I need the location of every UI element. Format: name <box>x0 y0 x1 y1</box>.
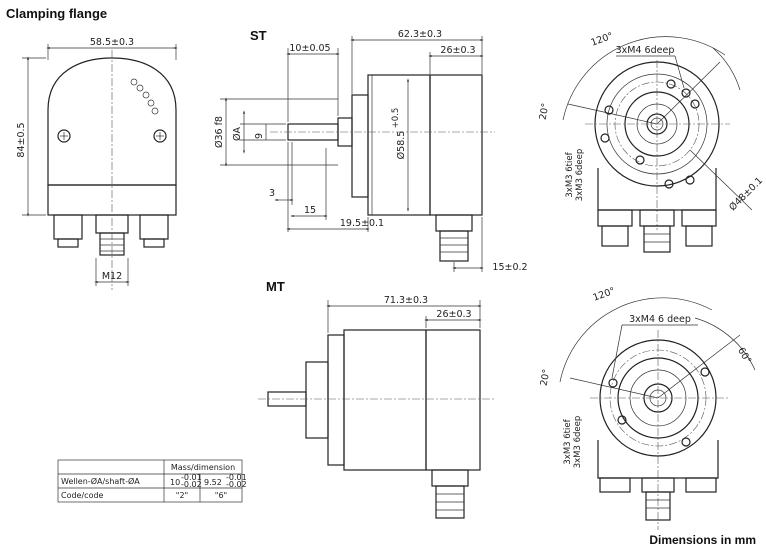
st-flange-offset: 10±0.05 <box>289 43 330 54</box>
front-view: 58.5±0.3 84±0.5 M12 <box>16 37 178 290</box>
st-body-length: 26±0.3 <box>440 45 475 56</box>
mt-overall-length: 71.3±0.3 <box>384 295 428 306</box>
st-rear-view: 120° 20° 3xM4 6deep 3xM3 6tief 3xM3 6dee… <box>538 31 765 253</box>
table-row1-val2: 9.52 <box>204 478 222 487</box>
st-shaft-9: 9 <box>254 133 265 139</box>
st-rear-angle-20: 20° <box>538 102 552 120</box>
st-overall-length: 62.3±0.3 <box>398 29 442 40</box>
mt-body-length: 26±0.3 <box>436 309 471 320</box>
front-width-dim: 58.5±0.3 <box>90 37 134 48</box>
st-body-dia: Ø58.5 <box>396 131 407 160</box>
mt-side-view: 71.3±0.3 26±0.3 <box>258 295 495 519</box>
table-row1-val1: 10 <box>170 478 180 487</box>
units-note: Dimensions in mm <box>649 533 756 547</box>
st-side-view: 62.3±0.3 10±0.05 26±0.3 Ø36 f8 ØA 9 <box>214 29 528 273</box>
mt-rear-thread-m3b: 3xM3 6deep <box>573 416 583 469</box>
st-label: ST <box>250 28 267 43</box>
table-row1-val1-tol-bot: -0.02 <box>181 480 202 489</box>
mt-rear-thread-m3a: 3xM3 6tief <box>563 418 573 464</box>
table-row1-val2-tol-top: -0.01 <box>226 473 247 482</box>
mt-rear-view: 120° 20° 60° 3xM4 6 deep 3xM3 6tief 3xM3… <box>539 286 756 530</box>
st-dim-15-conn: 15±0.2 <box>492 262 527 273</box>
st-body-dia-tol: +0.5 <box>391 108 401 129</box>
page-title: Clamping flange <box>6 6 108 21</box>
mt-rear-angle-120: 120° <box>592 286 617 304</box>
table-row2-val2: "6" <box>215 491 227 500</box>
mt-label: MT <box>266 279 285 294</box>
mt-rear-thread-m4: 3xM4 6 deep <box>629 314 691 325</box>
table-row2-val1: "2" <box>176 491 188 500</box>
st-rear-angle-120: 120° <box>590 31 615 49</box>
table-row2-label: Code/code <box>61 491 104 500</box>
mt-rear-angle-20: 20° <box>539 368 553 386</box>
st-rear-circle-dia: Ø48±0.1 <box>727 175 765 213</box>
table-header: Mass/dimension <box>171 463 235 472</box>
st-rear-thread-m3a: 3xM3 6tief <box>565 151 575 197</box>
front-height-dim: 84±0.5 <box>16 122 27 157</box>
shaft-table: Mass/dimension Wellen-ØA/shaft-ØA 10 -0.… <box>57 459 247 503</box>
st-shaft-a: ØA <box>232 127 243 141</box>
st-dim-3: 3 <box>269 188 275 199</box>
table-row1-val1-tol-top: -0.01 <box>181 473 202 482</box>
st-rear-thread-m4: 3xM4 6deep <box>616 45 675 56</box>
st-rear-thread-m3b: 3xM3 6deep <box>575 149 585 202</box>
table-row1-val2-tol-bot: -0.02 <box>226 480 247 489</box>
st-dim-15: 15 <box>304 205 316 216</box>
st-shaft-dia: Ø36 f8 <box>214 116 225 148</box>
front-m12-dim: M12 <box>102 271 122 282</box>
mt-rear-angle-60: 60° <box>735 346 753 366</box>
st-dim-19-5: 19.5±0.1 <box>340 218 384 229</box>
table-row1-label: Wellen-ØA/shaft-ØA <box>61 476 140 486</box>
